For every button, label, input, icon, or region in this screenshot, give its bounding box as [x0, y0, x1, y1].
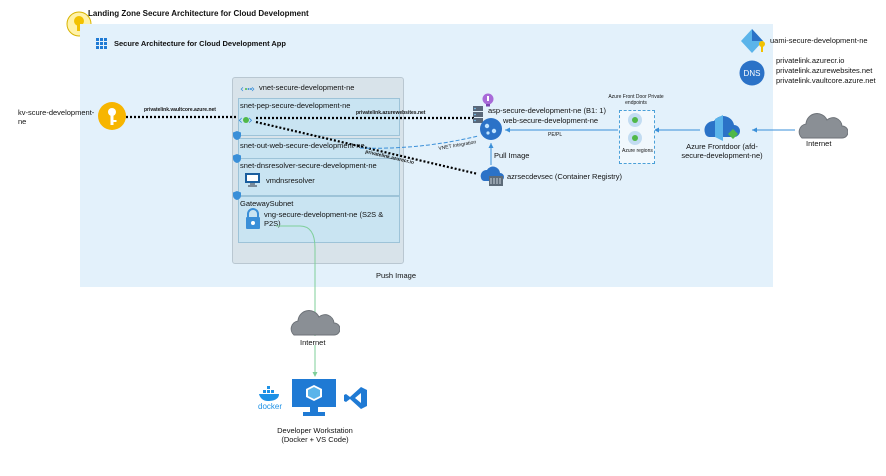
afd-pe-title: Azure Front Door Private endpoints [608, 94, 664, 106]
app-insights-icon [481, 93, 495, 107]
vnet-icon: ‹ › [240, 81, 256, 95]
dns-zone-acr: privatelink.azurecr.io [776, 56, 845, 65]
private-endpoint-icon [627, 112, 643, 128]
key-vault-label: kv-scure-development-ne [18, 108, 95, 126]
grid-icon [96, 37, 108, 49]
dns-zone-websites: privatelink.azurewebsites.net [776, 66, 873, 75]
pe-pl-label: PE/PL [548, 132, 563, 138]
web-app-icon [479, 117, 503, 141]
vm-icon [244, 172, 262, 188]
azure-regions-label: Azure regions [622, 148, 653, 154]
monitor-icon [291, 378, 337, 418]
subnet-out-web-label: snet-out-web-secure-development-ne [240, 141, 365, 150]
internet-label-right: Internet [806, 139, 832, 148]
internet-label-bottom: Internet [300, 338, 326, 347]
vault-link-label: privatelink.vaultcore.azure.net [144, 107, 216, 113]
app-title: Secure Architecture for Cloud Developmen… [114, 39, 286, 48]
subnet-dnsresolver-label: snet-dnsresolver-secure-development-ne [240, 161, 377, 170]
svg-text:‹: ‹ [240, 84, 244, 94]
key-vault-icon [97, 101, 127, 131]
container-registry-label: azrsecdevsec (Container Registry) [507, 172, 623, 181]
pull-image-label: Pull Image [494, 151, 530, 160]
subnet-dnsresolver [238, 158, 400, 196]
svg-text:›: › [251, 84, 255, 94]
front-door-icon [703, 113, 743, 145]
workstation-label: Developer Workstation (Docker + VS Code) [277, 426, 353, 444]
asp-label: asp-secure-development-ne (B1: 1) [488, 106, 606, 115]
front-door-label: Azure Frontdoor (afd-secure-development-… [681, 142, 763, 160]
dns-icon [739, 60, 765, 86]
subnet-gateway-label: GatewaySubnet [240, 199, 294, 208]
dns-zone-vault: privatelink.vaultcore.azure.net [776, 76, 876, 85]
nsg-shield-icon [233, 150, 241, 163]
cloud-icon [288, 309, 341, 339]
app-service-plan-icon [473, 106, 483, 124]
nsg-shield-icon [233, 127, 241, 140]
vnet-label: vnet-secure-development-ne [259, 83, 355, 92]
docker-icon [258, 386, 282, 402]
container-registry-icon [477, 163, 505, 187]
private-endpoint-icon: ‹ › [238, 112, 254, 128]
private-endpoint-icon [627, 130, 643, 146]
nsg-shield-icon [233, 187, 241, 200]
push-image-label: Push Image [376, 271, 417, 280]
vng-label: vng-secure-development-ne (S2S & P2S) [264, 210, 384, 228]
app-container [80, 24, 773, 287]
dns-badge-label: DNS [743, 69, 761, 78]
subnet-gateway [238, 196, 400, 243]
web-app-label: web-secure-development-ne [503, 116, 599, 125]
subnet-pep-label: snet-pep-secure-development-ne [240, 101, 351, 110]
uami-label: uami-secure-development-ne [770, 36, 868, 45]
diagram-title: Landing Zone Secure Architecture for Clo… [88, 9, 309, 18]
vmdnsresolver-label: vmdnsresolver [266, 176, 315, 185]
svg-text:‹: ‹ [238, 113, 243, 127]
docker-label: docker [258, 402, 283, 411]
vpn-gateway-icon [245, 208, 261, 230]
svg-text:›: › [248, 113, 253, 127]
websites-link-label: privatelink.azurewebsites.net [356, 110, 426, 116]
cloud-icon [796, 112, 849, 142]
vscode-icon [344, 386, 368, 410]
managed-identity-icon [740, 28, 768, 54]
